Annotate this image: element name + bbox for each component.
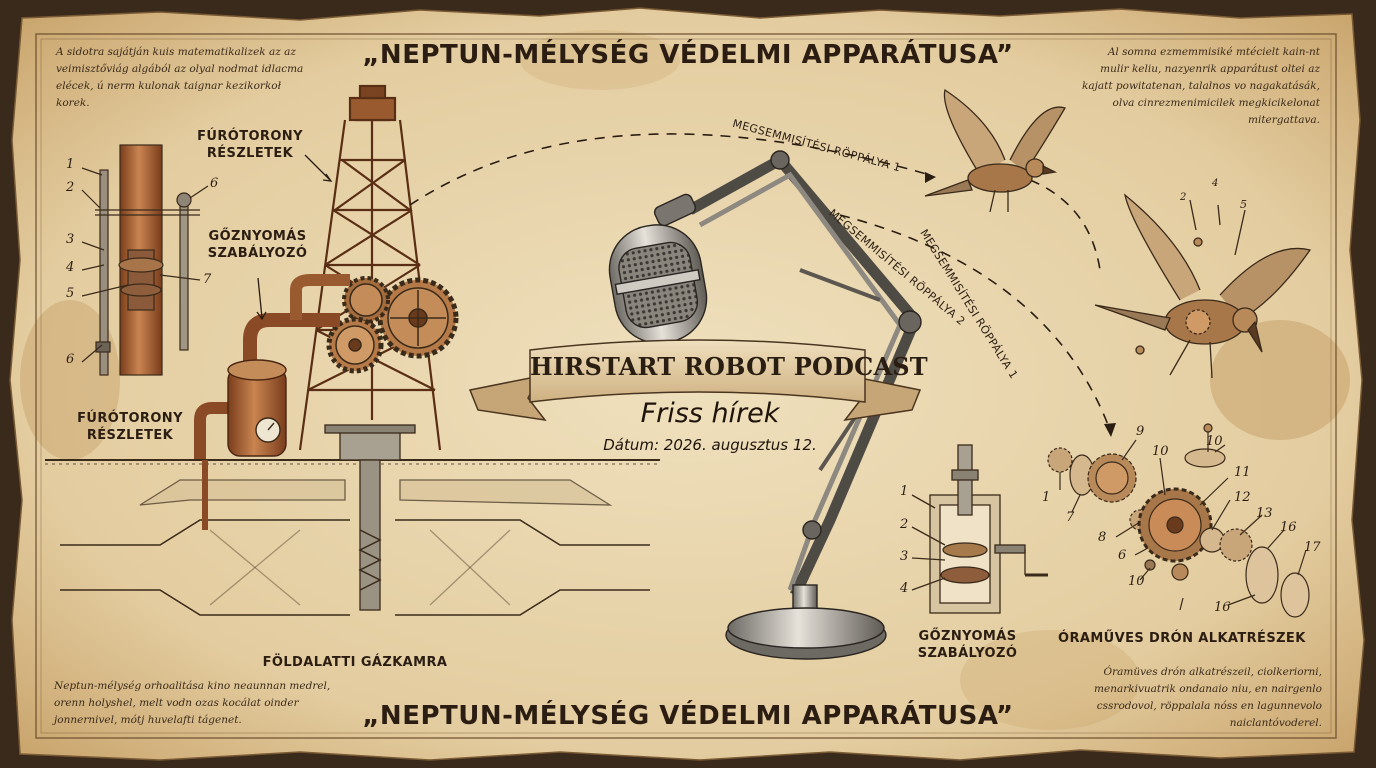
part-number: 9 [1136,424,1145,439]
gear-icon [326,276,459,374]
part-number: 6 [210,176,219,191]
part-number: 4 [66,260,75,275]
part-number: 2 [66,180,75,195]
page-title-bottom: „NEPTUN-MÉLYSÉG VÉDELMI APPARÁTUSA” [362,701,1014,731]
drone-parts-drawing [1047,423,1310,618]
label-steam-regulator-top: GŐZNYOMÁS SZABÁLYOZÓ [207,229,308,261]
part-number: 1 [900,484,909,499]
part-number: 1 [1042,490,1051,505]
part-number: 6 [66,352,75,367]
label-drill-detail-top: FÚRÓTORONY RÉSZLETEK [197,129,303,161]
part-number: 12 [1234,490,1251,505]
label-gas-chamber: FÖLDALATTI GÁZKAMRA [262,655,448,670]
label-drill-detail-left: FÚRÓTORONY RÉSZLETEK [77,411,183,443]
gas-chamber-drawing [45,424,660,616]
label-drone-parts: ÓRAMŰVES DRÓN ALKATRÉSZEK [1058,631,1306,646]
mechanical-bird-exploded-icon [1094,193,1312,379]
part-number: 4 [1212,178,1219,189]
page-title-top: „NEPTUN-MÉLYSÉG VÉDELMI APPARÁTUSA” [362,40,1014,70]
part-number: 3 [900,549,909,564]
note-bottom-left: Neptun-mélység orhoalitása kino neaunnan… [54,680,331,726]
part-number: 10 [1152,444,1169,459]
part-number: 16 [1280,520,1297,535]
note-bottom-right: Óramüves drón alkatrészeil, ciolkeriorni… [1094,666,1322,729]
podcast-date: Dátum: 2026. augusztus 12. [603,436,817,454]
part-number: 5 [1240,198,1247,211]
trajectory-lines [409,133,1111,431]
part-number: 5 [66,286,75,301]
part-number: 8 [1098,530,1107,545]
part-number: 10 [1128,574,1145,589]
podcast-banner-title: HIRSTART ROBOT PODCAST [530,352,928,381]
part-number: 6 [1118,548,1127,563]
part-number: 7 [1066,510,1075,525]
drill-detail-drawing [81,144,209,376]
part-number: 4 [900,581,909,596]
part-number: 11 [1234,465,1251,480]
part-number: 2 [900,517,909,532]
part-number: 7 [203,272,212,287]
steam-regulator-drawing [911,444,1048,614]
part-number: 16 [1214,600,1231,615]
podcast-subtitle: Friss hírek [640,398,780,429]
part-number: 1 [66,157,75,172]
note-top-left: A sidotra sajátján kuis matematikalizek … [56,46,304,109]
part-number: 17 [1304,540,1321,555]
part-number: 2 [1180,192,1187,203]
steam-boiler-icon [194,274,350,460]
podcast-banner [468,339,922,422]
part-number: 13 [1256,506,1273,521]
mechanical-bird-icon [924,88,1066,213]
note-top-right: Al somna ezmemmisiké mtécielt kain-nt mu… [1082,46,1320,126]
part-number: 10 [1206,434,1223,449]
microphone-icon [608,150,922,660]
part-number: 3 [66,232,75,247]
label-steam-regulator-bottom: GŐZNYOMÁS SZABÁLYOZÓ [917,629,1018,661]
